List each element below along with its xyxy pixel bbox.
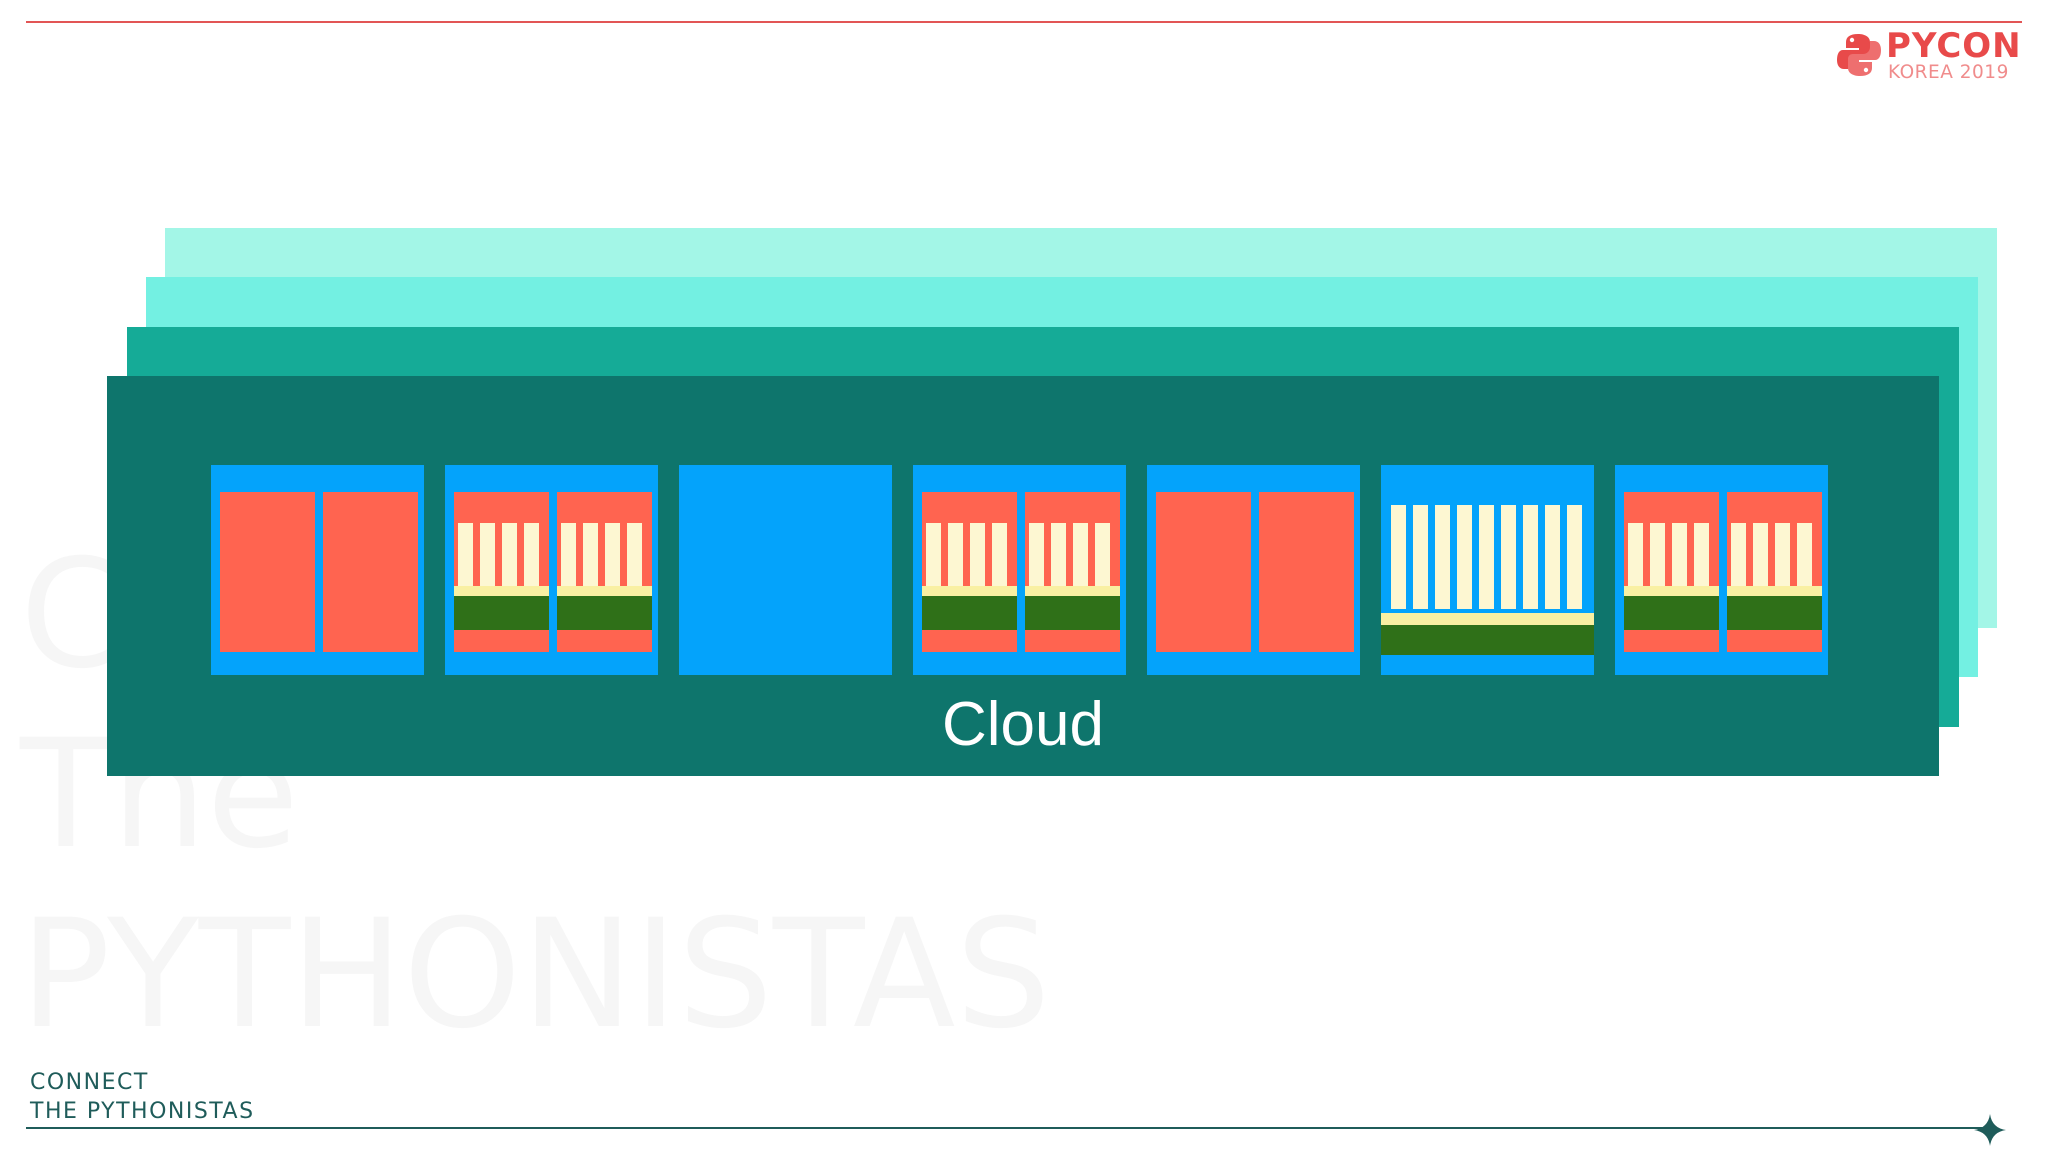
server-box: [913, 465, 1126, 675]
bar: [583, 523, 598, 586]
bar: [1073, 523, 1088, 586]
bar: [1650, 523, 1665, 586]
green-band: [1381, 625, 1594, 655]
brand-subtitle: KOREA 2019: [1888, 62, 2009, 83]
green-band: [454, 596, 549, 630]
server-unit-with-bars: [922, 492, 1017, 652]
bar-group: [1029, 523, 1119, 586]
green-band: [1025, 596, 1120, 630]
server-box: [211, 465, 424, 675]
bar: [1435, 505, 1450, 609]
green-band: [1624, 596, 1719, 630]
bar: [1479, 505, 1494, 609]
cream-band: [1727, 586, 1822, 596]
server-block: [220, 492, 315, 652]
server-box: [445, 465, 658, 675]
bar: [480, 523, 495, 586]
server-block: [1259, 492, 1354, 652]
bar-group: [1628, 523, 1718, 586]
cream-band: [557, 586, 652, 596]
bar: [970, 523, 985, 586]
server-box: [679, 465, 892, 675]
bar: [1567, 505, 1582, 609]
bar: [926, 523, 941, 586]
top-rule: [26, 21, 2022, 23]
tagline-line-1: CONNECT: [30, 1070, 149, 1095]
bar: [524, 523, 539, 586]
server-box: [1381, 465, 1594, 675]
bar: [1095, 523, 1110, 586]
green-band: [557, 596, 652, 630]
tagline-line-2: THE PYTHONISTAS: [30, 1099, 255, 1124]
bar-group: [458, 523, 548, 586]
green-band: [1727, 596, 1822, 630]
bar: [948, 523, 963, 586]
bar-group: [926, 523, 1016, 586]
bar: [1457, 505, 1472, 609]
bar: [458, 523, 473, 586]
brand-name: PYCON: [1886, 26, 2022, 66]
bar: [1523, 505, 1538, 609]
bar: [1628, 523, 1643, 586]
green-band: [922, 596, 1017, 630]
tagline: CONNECT THE PYTHONISTAS: [30, 1068, 255, 1126]
cream-band: [1381, 613, 1594, 625]
bar: [992, 523, 1007, 586]
bar-group: [561, 523, 651, 586]
cream-band: [922, 586, 1017, 596]
server-box: [1615, 465, 1828, 675]
server-unit-with-bars: [454, 492, 549, 652]
server-unit-with-bars: [1727, 492, 1822, 652]
bar: [1051, 523, 1066, 586]
bar: [502, 523, 517, 586]
bar: [1694, 523, 1709, 586]
cream-band: [1025, 586, 1120, 596]
pycon-logo: PYCON KOREA 2019: [1836, 26, 2026, 84]
bar: [1775, 523, 1790, 586]
bar: [1391, 505, 1406, 609]
cloud-label: Cloud: [942, 690, 1104, 759]
bar: [1501, 505, 1516, 609]
bar: [627, 523, 642, 586]
server-block: [323, 492, 418, 652]
watermark-line-3: PYTHONISTAS: [20, 888, 1051, 1062]
bar: [1545, 505, 1560, 609]
bar: [605, 523, 620, 586]
bar: [1413, 505, 1428, 609]
bar: [1753, 523, 1768, 586]
server-unit-with-bars: [557, 492, 652, 652]
server-unit-with-bars: [1025, 492, 1120, 652]
bottom-rule: [26, 1127, 1986, 1129]
bar: [1029, 523, 1044, 586]
bar-group: [1731, 523, 1821, 586]
server-unit-with-bars: [1624, 492, 1719, 652]
cream-band: [454, 586, 549, 596]
bar: [1672, 523, 1687, 586]
bar: [1731, 523, 1746, 586]
bar-group: [1391, 505, 1591, 609]
cream-band: [1624, 586, 1719, 596]
server-block: [1156, 492, 1251, 652]
bar: [1797, 523, 1812, 586]
sparkle-icon: [1974, 1114, 2006, 1146]
python-logo-icon: [1837, 34, 1881, 76]
server-box: [1147, 465, 1360, 675]
bar: [561, 523, 576, 586]
